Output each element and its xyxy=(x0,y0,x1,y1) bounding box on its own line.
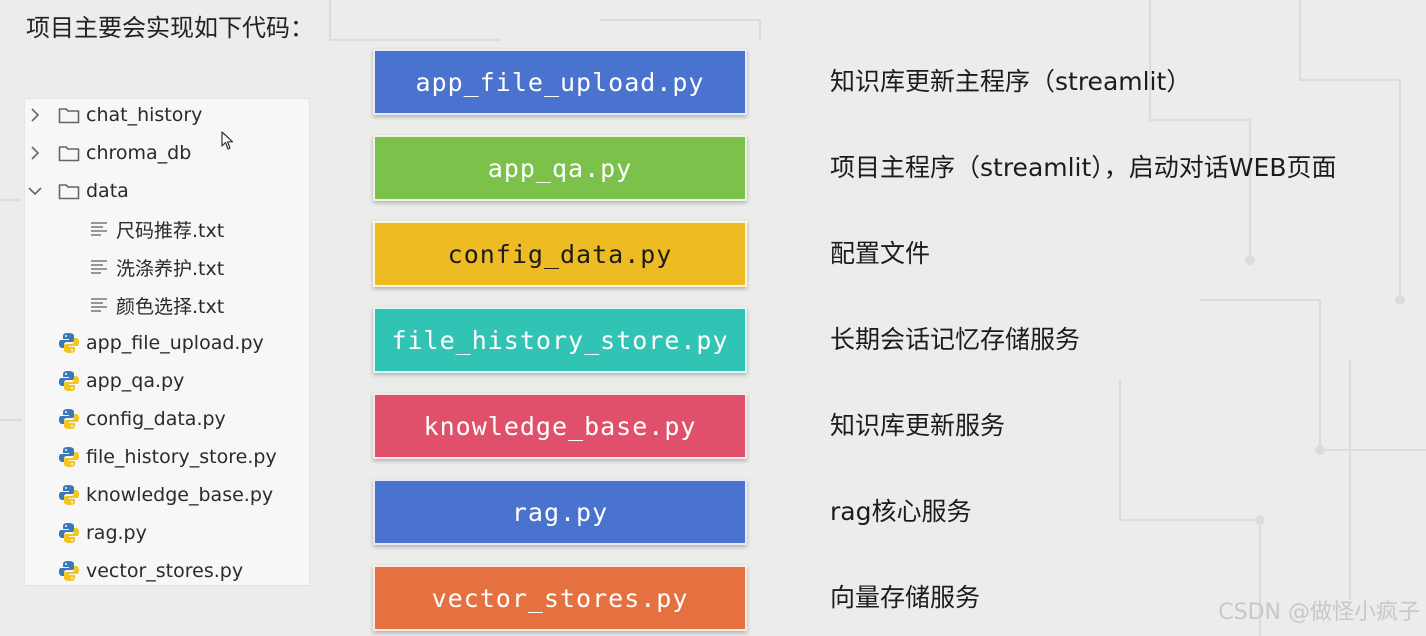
python-icon xyxy=(57,332,81,354)
watermark: CSDN @做怪小疯子 xyxy=(1218,600,1420,625)
file-box-config-data: config_data.py xyxy=(373,221,747,287)
file-description-vector-stores: 向量存储服务 xyxy=(830,583,981,612)
tree-item-rag[interactable]: rag.py xyxy=(57,517,147,549)
file-description-file-history-store: 长期会话记忆存储服务 xyxy=(830,325,1081,354)
tree-item-label: chroma_db xyxy=(86,142,192,164)
tree-item-label: app_qa.py xyxy=(86,370,185,392)
tree-item-data[interactable]: data xyxy=(28,175,129,207)
tree-item-label: config_data.py xyxy=(86,408,226,430)
file-box-knowledge-base: knowledge_base.py xyxy=(373,393,747,459)
text-file-icon xyxy=(87,294,111,316)
tree-item-label: 尺码推荐.txt xyxy=(116,219,225,242)
page-title: 项目主要会实现如下代码： xyxy=(26,14,314,42)
file-box-app-file-upload: app_file_upload.py xyxy=(373,49,747,115)
chevron-down-icon[interactable] xyxy=(27,183,43,199)
tree-item-chat-history[interactable]: chat_history xyxy=(31,99,203,131)
file-box-label: app_file_upload.py xyxy=(415,67,705,97)
tree-item-label: knowledge_base.py xyxy=(86,484,274,506)
folder-icon xyxy=(57,180,81,202)
file-box-app-qa: app_qa.py xyxy=(373,135,747,201)
folder-icon xyxy=(57,142,81,164)
file-box-label: vector_stores.py xyxy=(431,583,689,613)
python-icon xyxy=(57,370,81,392)
file-box-label: app_qa.py xyxy=(487,153,633,183)
file-description-app-file-upload: 知识库更新主程序（streamlit） xyxy=(830,67,1192,96)
tree-item-config-data[interactable]: config_data.py xyxy=(57,403,226,435)
folder-icon xyxy=(57,104,81,126)
file-description-config-data: 配置文件 xyxy=(830,239,931,268)
file-box-vector-stores: vector_stores.py xyxy=(373,565,747,631)
python-icon xyxy=(57,522,81,544)
text-file-icon xyxy=(87,256,111,278)
chevron-right-icon[interactable] xyxy=(27,145,43,161)
file-description-knowledge-base: 知识库更新服务 xyxy=(830,411,1006,440)
file-box-file-history-store: file_history_store.py xyxy=(373,307,747,373)
tree-item-washing-care[interactable]: 洗涤养护.txt xyxy=(87,251,224,283)
tree-item-color-selection[interactable]: 颜色选择.txt xyxy=(87,289,224,321)
tree-item-label: chat_history xyxy=(86,104,203,126)
tree-item-label: file_history_store.py xyxy=(86,446,277,468)
text-file-icon xyxy=(87,218,111,240)
tree-item-chroma-db[interactable]: chroma_db xyxy=(31,137,192,169)
python-icon xyxy=(57,446,81,468)
tree-item-label: data xyxy=(86,180,129,202)
python-icon xyxy=(57,408,81,430)
file-box-rag: rag.py xyxy=(373,479,747,545)
python-icon xyxy=(57,484,81,506)
mouse-cursor-icon xyxy=(221,131,234,150)
tree-item-label: app_file_upload.py xyxy=(86,332,264,354)
file-box-label: file_history_store.py xyxy=(391,325,729,355)
tree-item-vector-stores[interactable]: vector_stores.py xyxy=(57,555,243,587)
tree-item-label: 洗涤养护.txt xyxy=(116,257,225,280)
file-box-label: knowledge_base.py xyxy=(423,411,697,441)
file-description-app-qa: 项目主程序（streamlit），启动对话WEB页面 xyxy=(830,153,1337,182)
tree-item-app-file-upload[interactable]: app_file_upload.py xyxy=(57,327,264,359)
tree-item-label: 颜色选择.txt xyxy=(116,295,225,318)
file-box-label: config_data.py xyxy=(447,239,673,269)
tree-item-size-recommendation[interactable]: 尺码推荐.txt xyxy=(87,213,224,245)
file-description-rag: rag核心服务 xyxy=(830,497,972,526)
tree-item-label: vector_stores.py xyxy=(86,560,244,582)
tree-item-label: rag.py xyxy=(86,522,147,544)
project-file-tree: chat_history chroma_db data 尺码推荐.txt 洗涤养… xyxy=(24,98,310,586)
python-icon xyxy=(57,560,81,582)
tree-item-knowledge-base[interactable]: knowledge_base.py xyxy=(57,479,273,511)
tree-item-app-qa[interactable]: app_qa.py xyxy=(57,365,184,397)
tree-item-file-history-store[interactable]: file_history_store.py xyxy=(57,441,277,473)
file-box-label: rag.py xyxy=(511,497,609,527)
chevron-right-icon[interactable] xyxy=(27,107,43,123)
